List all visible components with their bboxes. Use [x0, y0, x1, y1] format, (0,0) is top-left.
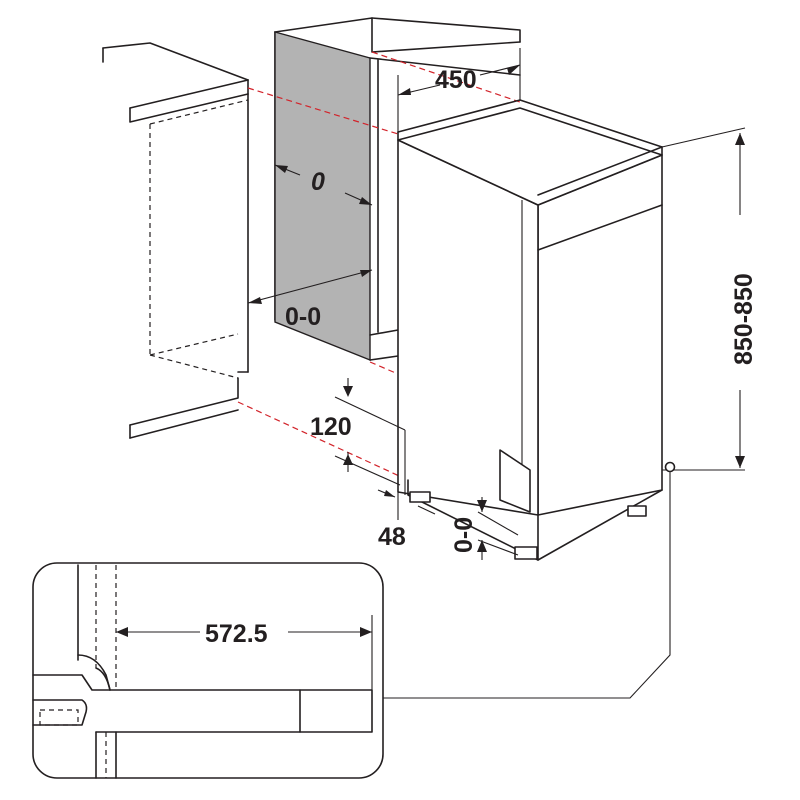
height-dimension [661, 127, 746, 471]
dishwasher [397, 99, 663, 561]
depth-gap-dimension [247, 269, 373, 304]
foot-inset-dimension [377, 489, 436, 520]
detail-callout-leader [382, 461, 676, 699]
side-gap-label: 0 [311, 168, 325, 196]
foot-adjust-dimension [477, 497, 519, 560]
plinth-label: 120 [310, 413, 352, 441]
side-gap-dimension [274, 164, 373, 206]
left-cabinet [102, 42, 249, 439]
detail-inset [32, 562, 384, 779]
width-dimension [397, 48, 521, 132]
depth-gap-label: 0-0 [285, 303, 321, 331]
width-label: 450 [435, 66, 477, 94]
detail-depth-label: 572.5 [205, 620, 268, 648]
alignment-guides [237, 51, 521, 481]
plinth-dimension [334, 378, 406, 495]
foot-adjust-label: 0-0 [450, 517, 478, 553]
foot-inset-label: 48 [378, 523, 406, 551]
right-cabinet [274, 17, 521, 362]
height-label: 850-850 [730, 273, 758, 365]
